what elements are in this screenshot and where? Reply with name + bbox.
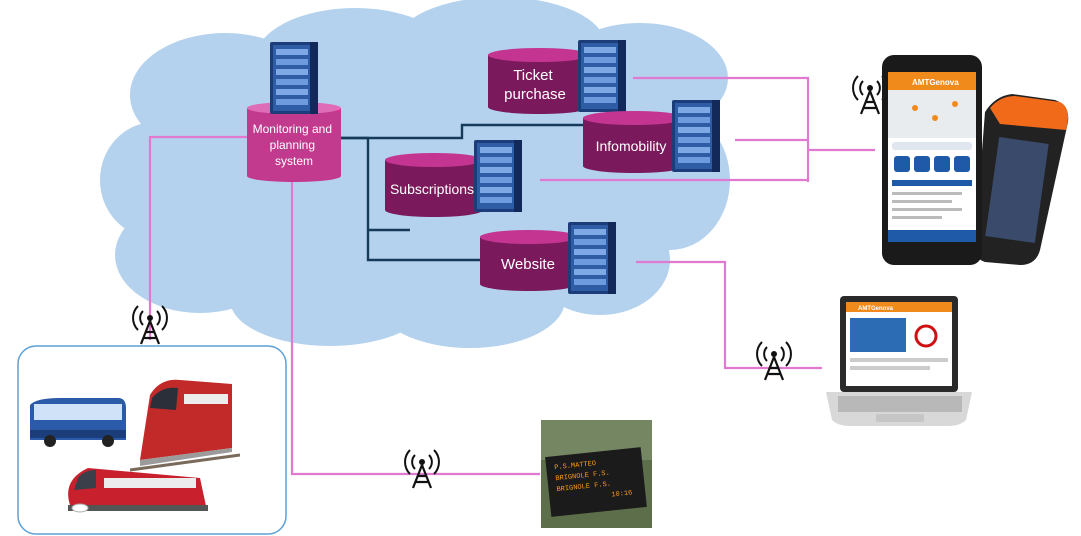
vehicles-panel [17,345,287,535]
info-display-icon: P.S.MATTEO BRIGNOLE F.S. BRIGNOLE F.S. 1… [541,420,652,528]
server-icon [474,140,522,212]
bus-icon [30,398,126,447]
infomobility-label: Infomobility [596,138,667,154]
server-icon [568,222,616,294]
infomobility-node: Infomobility [583,100,720,173]
monitoring-label: Monitoring and planning system [253,122,336,168]
ticket-purchase-node: Ticket purchase [488,40,626,114]
server-icon [270,42,318,114]
laptop-icon: AMTGenova [826,296,972,426]
display-row-4: 10:16 [611,489,633,499]
ticket-purchase-label: Ticket purchase [504,67,566,103]
server-icon [672,100,720,172]
website-node: Website [480,222,616,294]
pos-terminal-icon [974,94,1069,265]
website-label: Website [501,256,555,273]
internal-links [340,123,598,262]
train-icon [129,379,241,472]
server-icon [578,40,626,112]
antenna-icon [755,340,793,382]
phone-app-title: AMTGenova [912,78,959,87]
subscriptions-node: Subscriptions [385,140,522,217]
monitoring-planning-system-node: Monitoring and planning system [247,42,341,182]
tram-icon [68,468,208,513]
subscriptions-label: Subscriptions [390,181,474,197]
laptop-site-title: AMTGenova [858,306,894,312]
antenna-icon [403,448,441,490]
smartphone-icon: AMTGenova [882,55,982,265]
antenna-icon [851,74,889,116]
